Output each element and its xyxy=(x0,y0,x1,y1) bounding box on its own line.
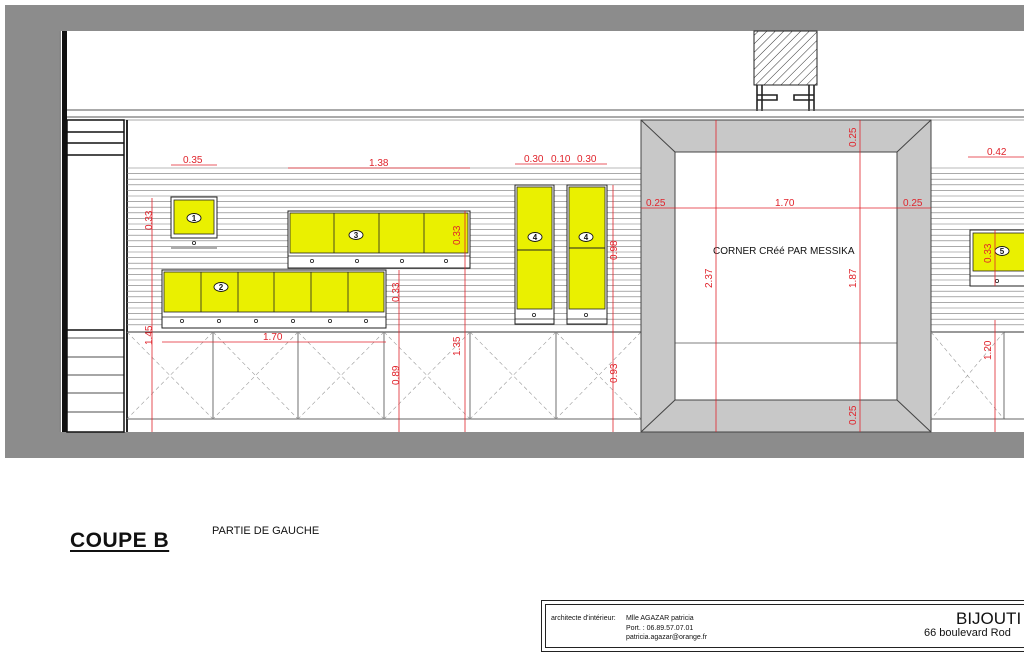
dim-093: 0.93 xyxy=(609,363,620,383)
vitrine-number-1: 1 xyxy=(192,214,197,223)
dim-025-right: 0.25 xyxy=(903,198,923,209)
hatched-column xyxy=(753,30,818,86)
section-title: COUPE B xyxy=(70,529,170,552)
floor-slab xyxy=(5,432,1024,458)
section-subtitle: PARTIE DE GAUCHE xyxy=(212,525,320,537)
dim-170b: 1.70 xyxy=(775,198,795,209)
left-storage-column xyxy=(66,119,125,433)
dim-120: 1.20 xyxy=(983,340,994,360)
dim-030a: 0.30 xyxy=(524,154,544,165)
dim-035: 0.35 xyxy=(183,155,203,166)
dim-187: 1.87 xyxy=(848,268,859,288)
left-wall xyxy=(5,31,59,432)
vitrine-number-2: 2 xyxy=(219,283,224,292)
project-name: BIJOUTI xyxy=(956,609,1022,628)
dim-138: 1.38 xyxy=(369,158,389,169)
dim-145: 1.45 xyxy=(144,325,155,345)
dim-089: 0.89 xyxy=(391,365,402,385)
dim-033c: 0.33 xyxy=(452,225,463,245)
architect-email: patricia.agazar@orange.fr xyxy=(626,634,708,641)
architect-phone: Port. : 06.89.57.07.01 xyxy=(626,625,694,632)
ceiling-slab xyxy=(5,5,1024,31)
right-partial-section xyxy=(930,331,1024,420)
dim-135: 1.35 xyxy=(452,336,463,356)
architect-name: Mlle AGAZAR patricia xyxy=(626,615,694,622)
dim-033b: 0.33 xyxy=(391,282,402,302)
title-block: architecte d'intérieur: Mlle AGAZAR patr… xyxy=(541,600,1024,652)
architect-role: architecte d'intérieur: xyxy=(551,615,616,622)
project-address: 66 boulevard Rod xyxy=(924,627,1011,639)
dim-237: 2.37 xyxy=(704,268,715,288)
vitrine-2 xyxy=(161,269,387,329)
dim-025-top: 0.25 xyxy=(848,127,859,147)
dim-042: 0.42 xyxy=(987,147,1007,158)
corner-frame xyxy=(640,119,932,433)
vitrine-5 xyxy=(969,229,1024,287)
vitrine-number-4b: 4 xyxy=(584,233,589,242)
dim-098: 0.98 xyxy=(609,240,620,260)
vitrine-number-5: 5 xyxy=(1000,247,1005,256)
vitrine-number-4a: 4 xyxy=(533,233,538,242)
vitrine-numbers xyxy=(186,213,1010,292)
vitrine-number-3: 3 xyxy=(354,231,359,240)
dimension-lines xyxy=(151,120,1024,432)
dim-170a: 1.70 xyxy=(263,332,283,343)
vitrine-4b xyxy=(566,184,608,325)
corner-label: CORNER CRéé PAR MESSIKA xyxy=(713,246,855,257)
vitrines xyxy=(161,184,1024,329)
vitrine-3 xyxy=(287,210,471,269)
dim-010: 0.10 xyxy=(551,154,571,165)
dim-025-bottom: 0.25 xyxy=(848,405,859,425)
dim-033d: 0.33 xyxy=(983,243,994,263)
dim-030b: 0.30 xyxy=(577,154,597,165)
dim-025-left: 0.25 xyxy=(646,198,666,209)
title-block-inner xyxy=(545,604,1024,648)
dim-033a: 0.33 xyxy=(144,210,155,230)
vitrine-4a xyxy=(514,184,555,325)
lower-cabinets xyxy=(126,331,642,420)
